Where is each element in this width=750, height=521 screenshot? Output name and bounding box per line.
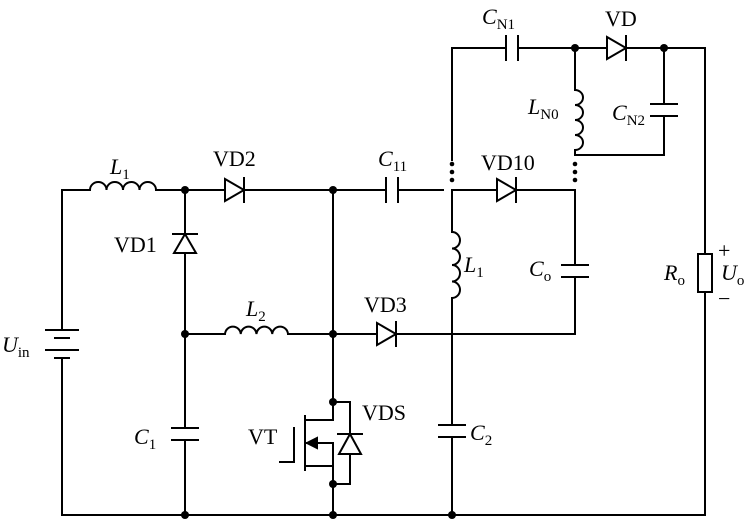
diode-VD3 [376,321,408,347]
label-LN0: LN0 [527,94,559,123]
capacitor-Co [561,264,589,278]
label-VD2: VD2 [213,146,256,171]
label-L2: L2 [245,296,266,325]
inductor-L1-top [89,181,157,191]
capacitor-CN1 [505,35,519,61]
label-C1: C1 [134,424,156,453]
inductor-L2 [224,325,289,335]
winding-dots [449,161,578,183]
diode-VD2 [224,177,256,203]
wires [61,47,706,516]
label-CN1: CN1 [482,4,515,33]
label-Ro: Ro [663,260,685,289]
label-VD3: VD3 [364,292,407,317]
label-Uin: Uin [2,332,30,361]
label-VD10: VD10 [481,150,535,175]
capacitor-CN2 [650,103,678,117]
diode-VD10 [496,177,528,203]
mosfet-VT [279,401,334,485]
label-L1-mid: L1 [463,252,484,281]
capacitor-C2 [438,424,466,438]
diode-VD [606,35,638,61]
label-CN2: CN2 [612,100,645,129]
label-Co: Co [529,256,551,285]
label-Uo: Uo [721,260,744,289]
label-C11: C11 [378,146,407,175]
label-VD1: VD1 [114,232,157,257]
label-VDS: VDS [362,400,406,425]
label-VD: VD [605,6,637,31]
capacitor-C11 [385,177,399,203]
label-C2: C2 [470,420,492,449]
diode-VD1 [172,227,198,263]
junction-dots [181,44,668,519]
label-plus: + [718,238,730,263]
label-VT: VT [248,424,278,449]
resistor-Ro [697,253,713,293]
diode-VDS [337,427,363,461]
labels: L1 VD2 C11 VD10 CN1 VD LN0 CN2 VD1 L1 Co… [2,4,744,453]
label-L1-top: L1 [109,154,130,183]
capacitor-C1 [171,427,199,441]
inductor-LN0 [574,89,584,151]
inductor-L1-mid [451,231,461,299]
battery-Uin [45,329,79,367]
label-minus: − [718,286,730,311]
